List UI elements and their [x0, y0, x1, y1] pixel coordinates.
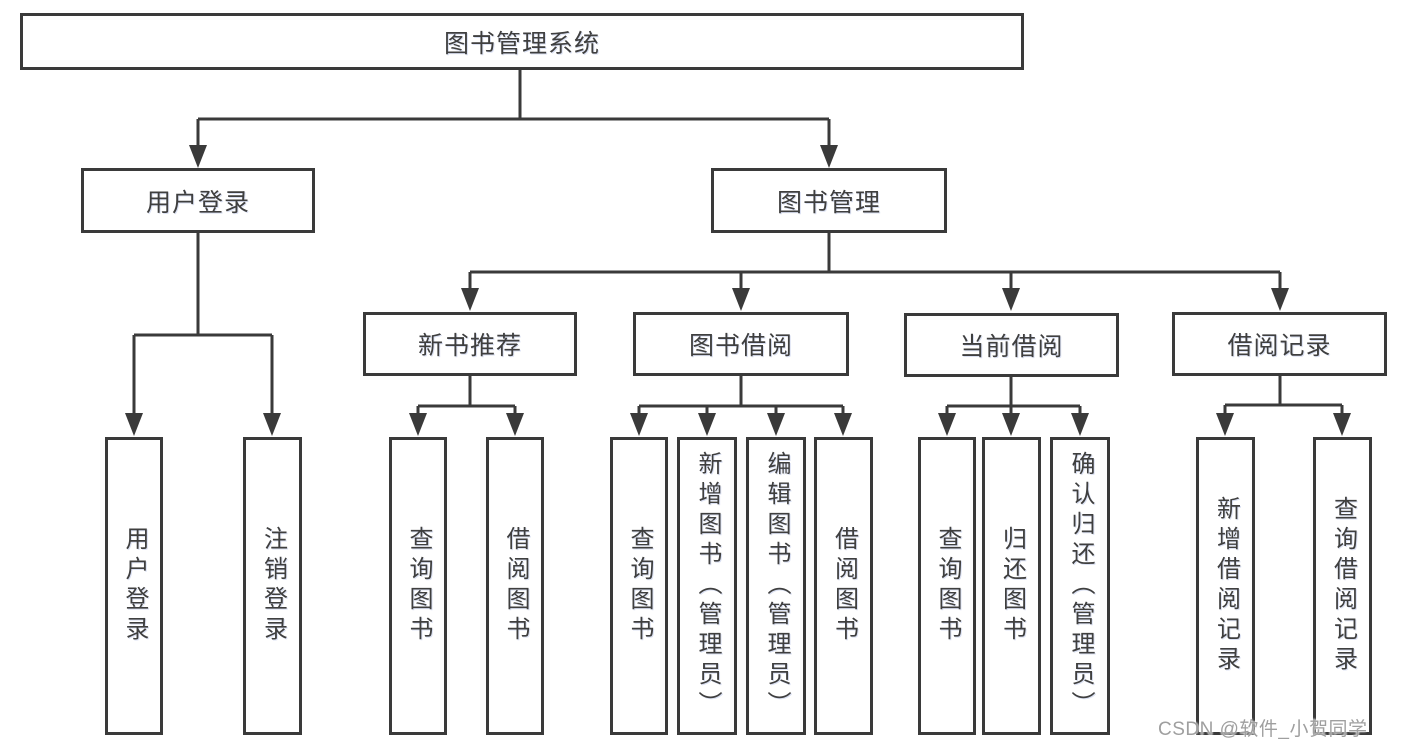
node-label: 借阅图书	[502, 526, 529, 646]
node-book-borrow: 图书借阅	[633, 312, 849, 376]
leaf-confirm-return-admin: 确认归还（管理员）	[1050, 437, 1110, 735]
leaf-user-login: 用户登录	[105, 437, 163, 735]
node-label: 图书管理	[776, 188, 881, 217]
leaf-edit-book-admin: 编辑图书（管理员）	[746, 437, 806, 735]
node-label: 图书借阅	[688, 332, 793, 360]
node-label: 新增借阅记录	[1212, 496, 1240, 676]
node-label: 查询图书	[405, 526, 432, 646]
node-label: 借阅图书	[830, 526, 858, 646]
node-label: 确认归还（管理员）	[1067, 451, 1094, 721]
node-label: 查询图书	[626, 526, 653, 646]
node-user-login: 用户登录	[81, 168, 315, 233]
node-new-book-recommend: 新书推荐	[363, 312, 577, 376]
node-label: 新书推荐	[417, 332, 522, 360]
leaf-query-borrow-record: 查询借阅记录	[1313, 437, 1372, 735]
leaf-logout: 注销登录	[243, 437, 302, 735]
connector-paths	[132, 70, 1344, 416]
leaf-query-book-borrow: 查询图书	[610, 437, 668, 735]
arrowheads	[125, 145, 1351, 436]
csdn-watermark: CSDN @软件_小贺同学	[1158, 719, 1368, 740]
node-label: 查询图书	[934, 526, 961, 646]
node-label: 注销登录	[259, 526, 287, 646]
node-label: 编辑图书（管理员）	[763, 451, 790, 721]
leaf-query-book-current: 查询图书	[918, 437, 976, 735]
node-label: 查询借阅记录	[1329, 496, 1357, 676]
node-label: 新增图书（管理员）	[694, 451, 721, 721]
node-borrow-record: 借阅记录	[1172, 312, 1387, 376]
node-label: 用户登录	[121, 526, 148, 646]
leaf-add-book-admin: 新增图书（管理员）	[677, 437, 737, 735]
node-label: 当前借阅	[959, 333, 1064, 361]
node-label: 用户登录	[145, 188, 250, 217]
leaf-return-book: 归还图书	[982, 437, 1041, 735]
leaf-query-book-newbook: 查询图书	[389, 437, 447, 735]
leaf-add-borrow-record: 新增借阅记录	[1196, 437, 1255, 735]
node-label: 图书管理系统	[443, 29, 600, 58]
leaf-borrow-book-newbook: 借阅图书	[486, 437, 544, 735]
node-book-management: 图书管理	[711, 168, 947, 233]
node-current-borrow: 当前借阅	[904, 313, 1119, 377]
node-root: 图书管理系统	[20, 13, 1024, 70]
node-label: 借阅记录	[1227, 332, 1332, 360]
leaf-borrow-book-borrow: 借阅图书	[814, 437, 873, 735]
node-label: 归还图书	[998, 526, 1026, 646]
